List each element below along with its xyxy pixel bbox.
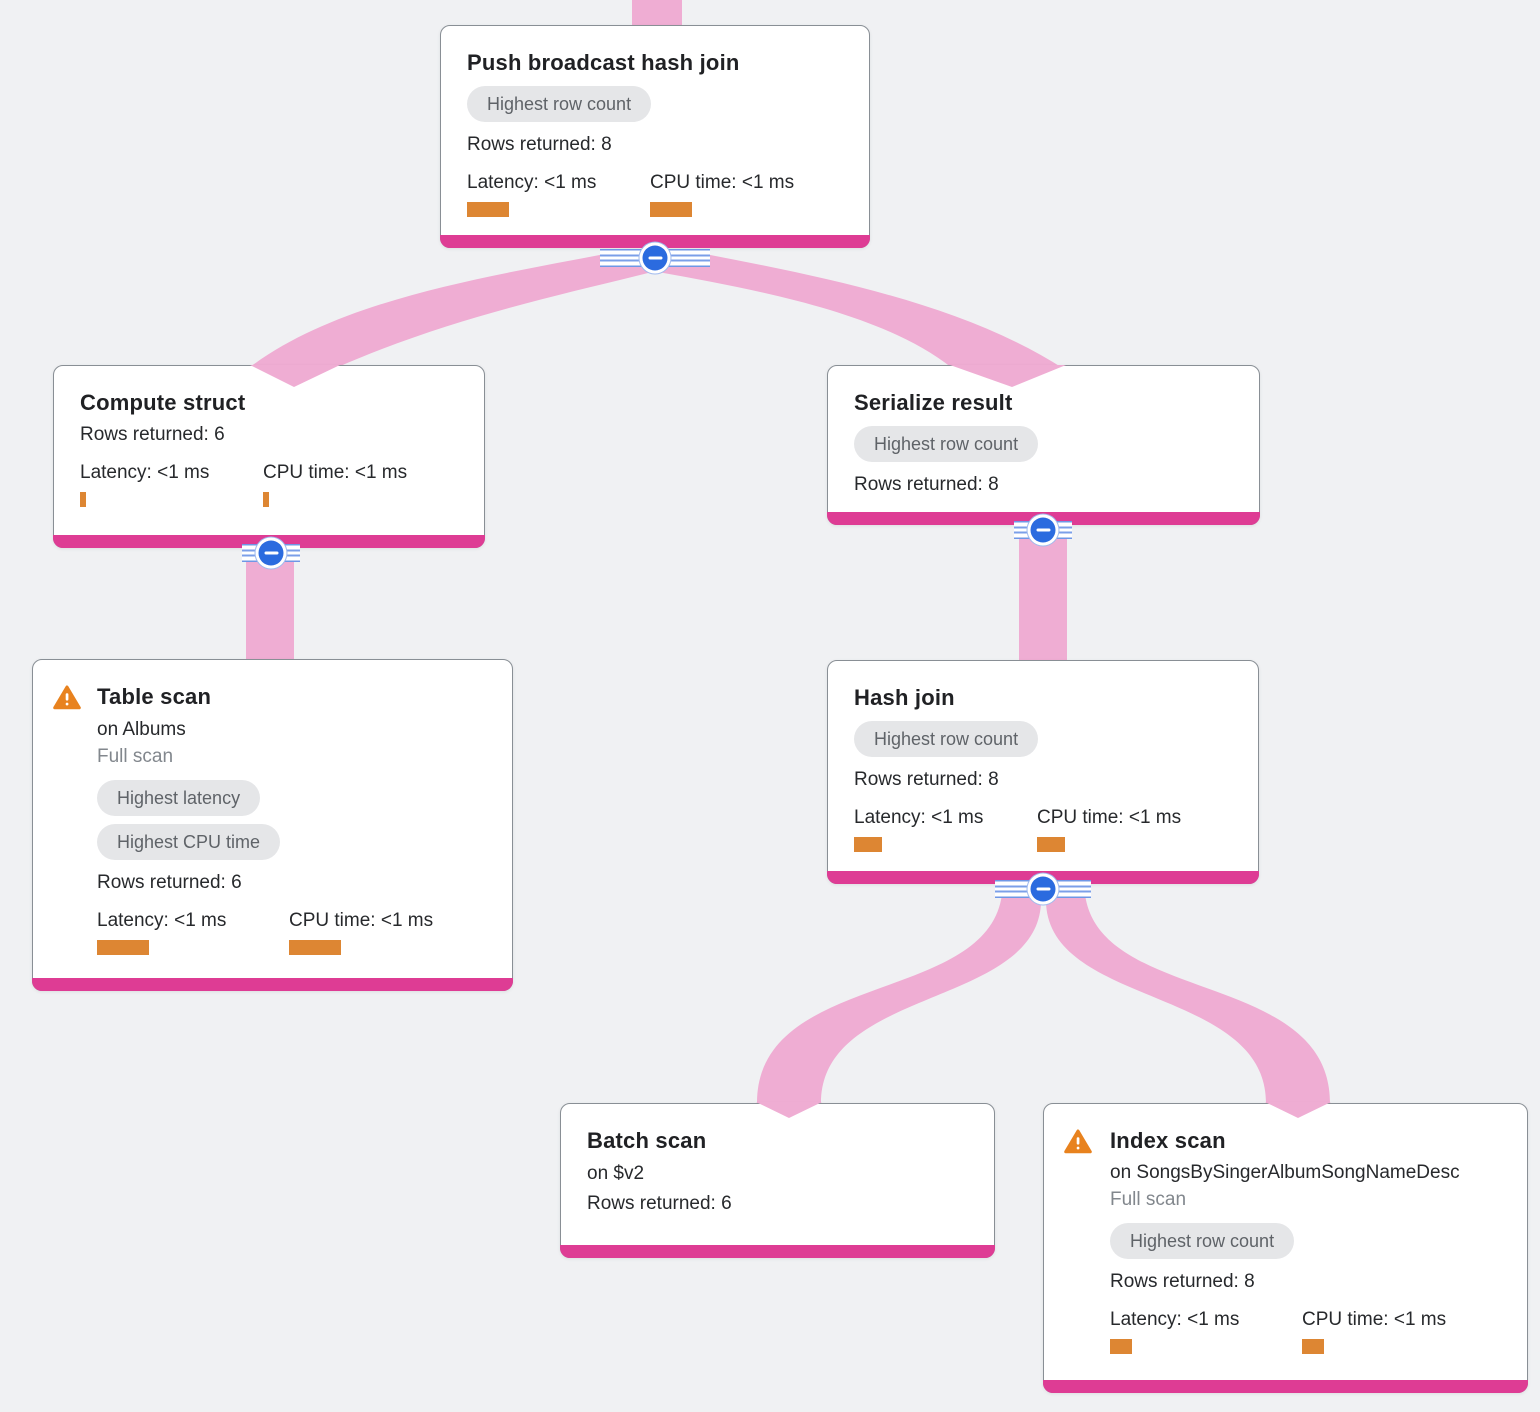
rows-returned: Rows returned: 8	[1110, 1271, 1255, 1292]
scan-type: Full scan	[1110, 1189, 1187, 1210]
metrics: Latency: <1 ms CPU time: <1 ms	[1110, 1308, 1501, 1354]
badge-highest-row-count: Highest row count	[854, 721, 1039, 757]
latency-metric: Latency: <1 ms	[80, 461, 263, 507]
cpu-metric: CPU time: <1 ms	[289, 909, 486, 955]
cpu-bar	[289, 940, 341, 955]
cpu-label: CPU time: <1 ms	[1302, 1309, 1447, 1330]
cpu-metric: CPU time: <1 ms	[1037, 806, 1232, 852]
latency-bar	[80, 492, 86, 507]
scan-type: Full scan	[97, 746, 174, 767]
cpu-label: CPU time: <1 ms	[289, 910, 434, 931]
node-title: Serialize result	[854, 390, 1013, 415]
latency-metric: Latency: <1 ms	[97, 909, 289, 955]
node-title: Index scan	[1110, 1128, 1226, 1153]
latency-metric: Latency: <1 ms	[1110, 1308, 1302, 1354]
node-accent-bar	[560, 1245, 995, 1258]
node-serialize-result[interactable]: Serialize result Highest row count Rows …	[827, 365, 1260, 525]
warning-icon	[1064, 1129, 1092, 1159]
node-title: Push broadcast hash join	[467, 50, 740, 75]
cpu-metric: CPU time: <1 ms	[1302, 1308, 1501, 1354]
warning-icon	[53, 685, 81, 715]
node-compute-struct[interactable]: Compute struct Rows returned: 6 Latency:…	[53, 365, 485, 548]
badge-highest-row-count: Highest row count	[1110, 1223, 1295, 1259]
latency-label: Latency: <1 ms	[467, 172, 597, 193]
rows-returned: Rows returned: 8	[854, 769, 999, 790]
cpu-metric: CPU time: <1 ms	[650, 171, 843, 217]
node-title: Compute struct	[80, 390, 246, 415]
node-hash-join[interactable]: Hash join Highest row count Rows returne…	[827, 660, 1259, 884]
node-accent-bar	[1043, 1380, 1528, 1393]
node-subtitle: on Albums	[97, 719, 186, 740]
node-batch-scan[interactable]: Batch scan on $v2 Rows returned: 6	[560, 1103, 995, 1258]
node-accent-bar	[440, 235, 870, 248]
cpu-bar	[263, 492, 269, 507]
cpu-metric: CPU time: <1 ms	[263, 461, 458, 507]
node-subtitle: on $v2	[587, 1163, 645, 1184]
collapse-port-push-broadcast[interactable]	[600, 242, 710, 274]
collapse-button[interactable]	[1027, 873, 1059, 905]
node-index-scan[interactable]: Index scan on SongsBySingerAlbumSongName…	[1043, 1103, 1528, 1393]
rows-returned: Rows returned: 8	[467, 134, 612, 155]
badge-highest-row-count: Highest row count	[467, 86, 652, 122]
collapse-port-hash-join[interactable]	[995, 873, 1091, 905]
collapse-button[interactable]	[1027, 514, 1059, 546]
cpu-bar	[650, 202, 692, 217]
node-push-broadcast-hash-join[interactable]: Push broadcast hash join Highest row cou…	[440, 25, 870, 248]
metrics: Latency: <1 ms CPU time: <1 ms	[97, 909, 486, 955]
cpu-bar	[1302, 1339, 1324, 1354]
node-title: Table scan	[97, 684, 212, 709]
latency-label: Latency: <1 ms	[80, 462, 210, 483]
cpu-label: CPU time: <1 ms	[263, 462, 408, 483]
badge-highest-cpu-time: Highest CPU time	[97, 824, 281, 860]
edge-hashjoin-to-indexscan	[1045, 894, 1330, 1103]
latency-label: Latency: <1 ms	[1110, 1309, 1240, 1330]
minus-icon	[1030, 517, 1056, 543]
rows-returned: Rows returned: 6	[587, 1193, 732, 1214]
badge-highest-row-count: Highest row count	[854, 426, 1039, 462]
edge-push-to-compute	[250, 253, 655, 367]
latency-label: Latency: <1 ms	[854, 807, 984, 828]
collapse-port-serialize-result[interactable]	[1014, 514, 1072, 546]
rows-returned: Rows returned: 8	[854, 474, 999, 495]
node-title: Batch scan	[587, 1128, 707, 1153]
collapse-port-compute-struct[interactable]	[242, 537, 300, 569]
rows-returned: Rows returned: 6	[97, 872, 242, 893]
rows-returned: Rows returned: 6	[80, 424, 225, 445]
node-table-scan[interactable]: Table scan on Albums Full scan Highest l…	[32, 659, 513, 991]
latency-bar	[467, 202, 509, 217]
node-subtitle: on SongsBySingerAlbumSongNameDesc	[1110, 1162, 1460, 1183]
metrics: Latency: <1 ms CPU time: <1 ms	[854, 806, 1232, 852]
node-title: Hash join	[854, 685, 955, 710]
latency-metric: Latency: <1 ms	[854, 806, 1037, 852]
latency-label: Latency: <1 ms	[97, 910, 227, 931]
edge-push-to-serialize	[655, 253, 1064, 369]
minus-icon	[258, 540, 284, 566]
minus-icon	[1030, 876, 1056, 902]
cpu-label: CPU time: <1 ms	[650, 172, 795, 193]
minus-icon	[642, 245, 668, 271]
latency-bar	[97, 940, 149, 955]
latency-bar	[1110, 1339, 1132, 1354]
collapse-button[interactable]	[255, 537, 287, 569]
collapse-button[interactable]	[639, 242, 671, 274]
metrics: Latency: <1 ms CPU time: <1 ms	[80, 461, 458, 507]
cpu-bar	[1037, 837, 1065, 852]
latency-metric: Latency: <1 ms	[467, 171, 650, 217]
node-accent-bar	[32, 978, 513, 991]
badge-highest-latency: Highest latency	[97, 780, 261, 816]
edge-hashjoin-to-batchscan	[757, 894, 1042, 1103]
cpu-label: CPU time: <1 ms	[1037, 807, 1182, 828]
latency-bar	[854, 837, 882, 852]
metrics: Latency: <1 ms CPU time: <1 ms	[467, 171, 843, 217]
edge-serialize-to-hashjoin	[1019, 515, 1067, 661]
edge-compute-to-tablescan	[246, 540, 294, 660]
